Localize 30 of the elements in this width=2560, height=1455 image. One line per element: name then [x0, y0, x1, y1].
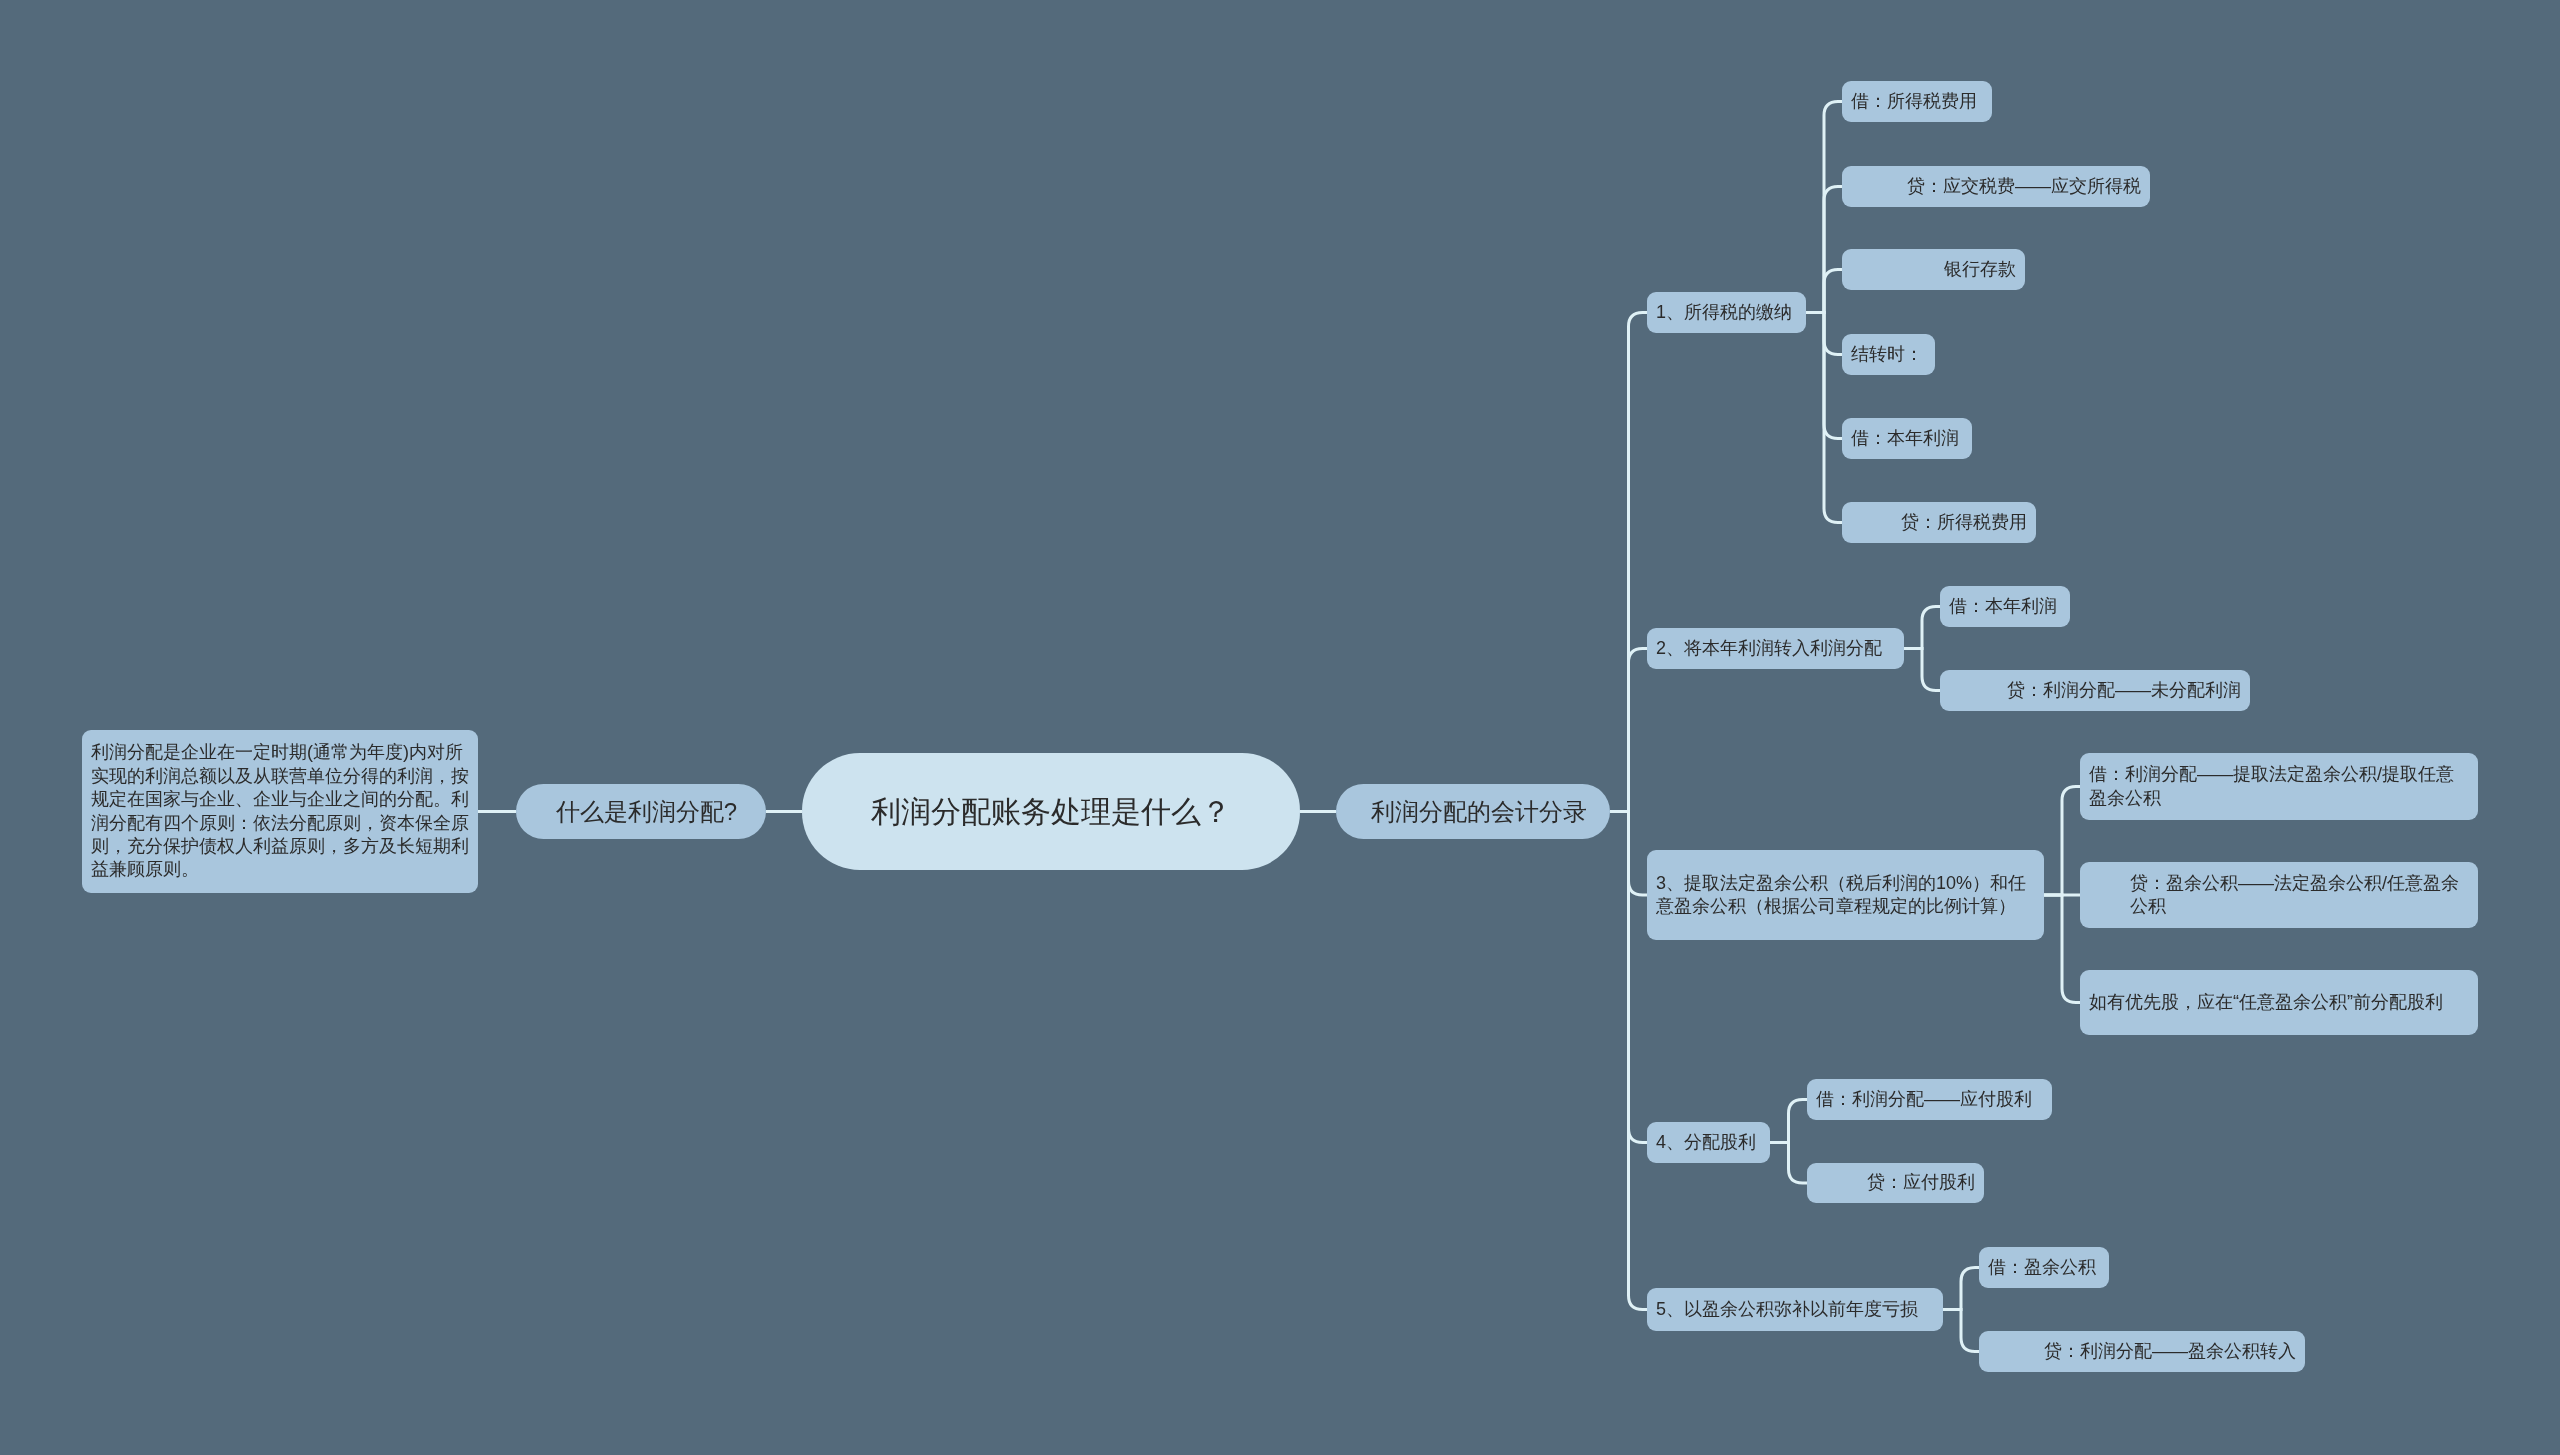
connector-line: [1943, 1308, 1979, 1353]
central-topic: 利润分配账务处理是什么？: [802, 753, 1300, 870]
connector-line: [1770, 1141, 1807, 1185]
entry-box: 贷：所得税费用: [1842, 502, 2036, 543]
entry-box: 借：所得税费用: [1842, 81, 1992, 122]
entry-box: 贷：利润分配——盈余公积转入: [1979, 1331, 2305, 1372]
connector-line: [478, 810, 516, 813]
entry-box: 3、提取法定盈余公积（税后利润的10%）和任意盈余公积（根据公司章程规定的比例计算）: [1647, 850, 2044, 940]
entry-box: 贷：盈余公积——法定盈余公积/任意盈余公积: [2080, 862, 2478, 928]
entry-box: 1、所得税的缴纳: [1647, 292, 1806, 333]
description-box: 利润分配是企业在一定时期(通常为年度)内对所实现的利润总额以及从联营单位分得的利润，按规定在国家与企业、企业与企业之间的分配。利润分配有四个原则：依法分配原则，资本保全原则，充分保护债权人利益原则，多方及长短期利益兼顾原则。: [82, 730, 478, 893]
entry-box: 贷：应付股利: [1807, 1163, 1984, 1203]
entry-box: 2、将本年利润转入利润分配: [1647, 628, 1904, 669]
entry-box: 如有优先股，应在“任意盈余公积”前分配股利: [2080, 970, 2478, 1035]
entry-box: 借：利润分配——提取法定盈余公积/提取任意盈余公积: [2080, 753, 2478, 820]
connector-line: [1300, 810, 1336, 813]
topic-box: 利润分配的会计分录: [1336, 784, 1610, 839]
entry-box: 贷：利润分配——未分配利润: [1940, 670, 2250, 711]
topic-box: 什么是利润分配?: [516, 784, 766, 839]
entry-box: 4、分配股利: [1647, 1122, 1770, 1163]
entry-box: 借：利润分配——应付股利: [1807, 1079, 2052, 1120]
entry-box: 5、以盈余公积弥补以前年度亏损: [1647, 1288, 1943, 1331]
entry-box: 借：本年利润: [1842, 418, 1972, 459]
entry-box: 银行存款: [1842, 249, 2025, 290]
entry-box: 借：本年利润: [1940, 586, 2070, 627]
entry-box: 借：盈余公积: [1979, 1247, 2109, 1288]
entry-box: 贷：应交税费——应交所得税: [1842, 166, 2150, 207]
entry-box: 结转时：: [1842, 334, 1935, 375]
connector-line: [766, 810, 802, 813]
connector-line: [1904, 647, 1940, 692]
